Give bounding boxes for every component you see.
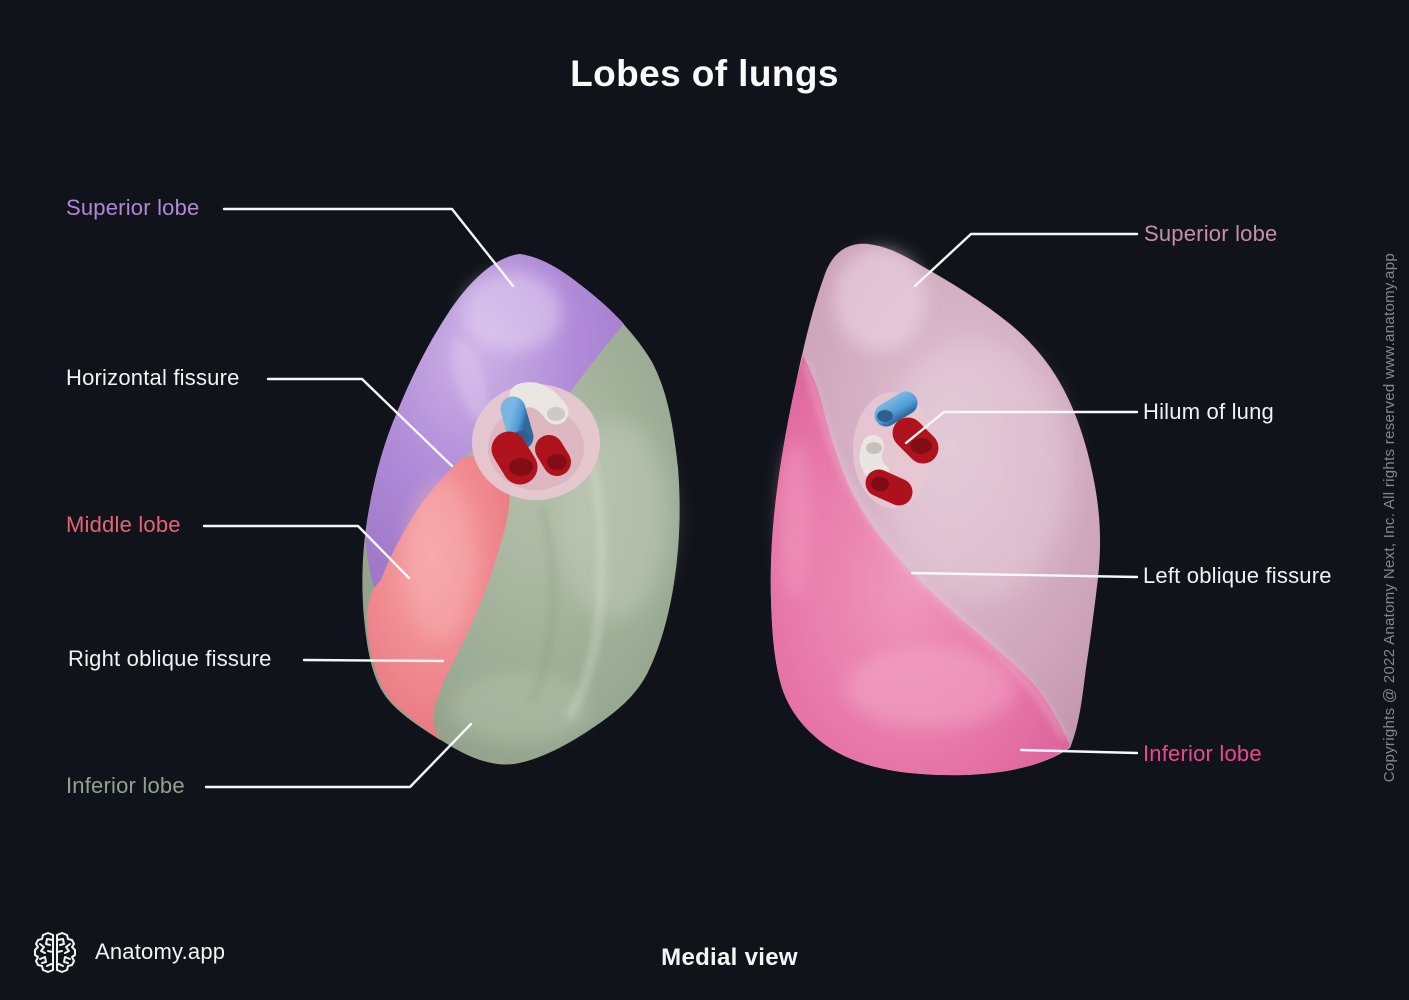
label-superior-lobe-left-lung: Superior lobe (1144, 221, 1278, 246)
label-superior-lobe-right-lung: Superior lobe (66, 195, 200, 220)
left-lung-shading (779, 248, 1070, 739)
label-inferior-lobe-left-lung: Inferior lobe (1143, 741, 1262, 766)
right-lung-hilum (472, 382, 600, 500)
view-label: Medial view (661, 944, 798, 971)
leader-superior-lobe-left-lung (913, 232, 1139, 288)
label-right-oblique-fissure: Right oblique fissure (68, 646, 272, 671)
label-middle-lobe: Middle lobe (66, 512, 181, 537)
brand: Anatomy.app (30, 930, 225, 974)
label-inferior-lobe-right-lung: Inferior lobe (66, 773, 185, 798)
view-row: Medial view (0, 944, 1409, 972)
left-lung-medial-view (770, 243, 1101, 776)
copyright-text: Copyrights @ 2022 Anatomy Next, Inc. All… (1380, 253, 1398, 783)
leader-middle-lobe (202, 524, 411, 580)
leader-right-oblique-fissure (302, 658, 445, 663)
leader-inferior-lobe-left-lung (1019, 748, 1139, 755)
brain-icon (30, 930, 80, 974)
left-lung-hilum (853, 391, 939, 508)
leader-superior-lobe-right-lung (222, 207, 515, 288)
leader-inferior-lobe-right-lung (204, 722, 473, 789)
leader-left-oblique-fissure (910, 571, 1139, 579)
leader-hilum-of-lung (904, 410, 1139, 445)
leader-horizontal-fissure (266, 377, 454, 468)
label-left-oblique-fissure: Left oblique fissure (1143, 563, 1332, 588)
leader-lines (202, 207, 1139, 789)
right-lung-medial-view (362, 254, 680, 765)
brand-name: Anatomy.app (95, 939, 226, 964)
label-horizontal-fissure: Horizontal fissure (66, 365, 240, 390)
copyright: Copyrights @ 2022 Anatomy Next, Inc. All… (1374, 240, 1404, 796)
page-title: Lobes of lungs (570, 52, 839, 94)
label-hilum-of-lung: Hilum of lung (1143, 399, 1274, 424)
